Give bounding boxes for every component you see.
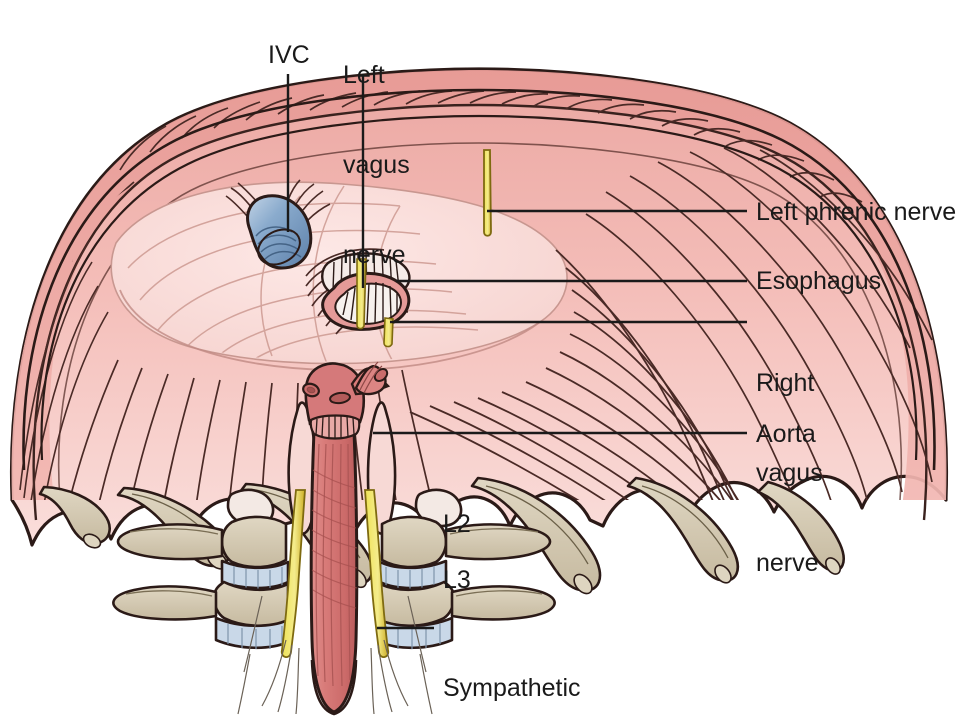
label-right-vagus-line-3: nerve [756, 549, 819, 577]
esophagus-mucosal-folds [342, 281, 398, 325]
rim-top-band-hatching [119, 90, 863, 203]
label-right-vagus-line-1: Right [756, 369, 815, 397]
sympathetic-chain-left [364, 489, 390, 658]
sympathetic-chains [237, 489, 433, 715]
leader-lines [286, 74, 747, 630]
rami-communicantes [237, 595, 433, 715]
ivc-opening [225, 179, 331, 270]
rib-1 [38, 485, 111, 549]
label-esophagus: Esophagus [756, 267, 882, 295]
muscle-fibers-right [409, 249, 813, 500]
right-vagus-nerve [383, 317, 394, 348]
aorta-ostium [329, 391, 351, 405]
rib-5 [626, 476, 739, 584]
label-vertebra-l3: L3 [443, 566, 471, 594]
label-ivc: IVC [268, 41, 310, 69]
rim-band-separator [22, 88, 936, 471]
label-left-vagus-line-3: nerve [343, 241, 406, 269]
label-left-vagus-nerve: Left vagus nerve [343, 0, 410, 300]
sympathetic-chain-right [280, 489, 306, 658]
label-sympathetic-chain: Sympathetic chain [443, 613, 581, 721]
label-left-vagus-line-1: Left [343, 61, 385, 89]
muscle-fibers-far-left [19, 239, 109, 500]
label-right-vagus-nerve: Right vagus nerve [756, 308, 823, 608]
label-left-phrenic-nerve: Left phrenic nerve [756, 198, 957, 226]
rim-band-separator-2 [40, 114, 918, 461]
celiac-rings [359, 361, 383, 394]
lumbar-vertebrae [112, 488, 556, 650]
aorta-trunk [309, 406, 359, 714]
vertebra-l2 [116, 515, 552, 569]
ivc-fiber-ring [225, 179, 331, 221]
aorta-hatch [311, 469, 358, 609]
muscle-fibers-right-upper [585, 147, 933, 500]
vertebra-l3 [112, 580, 556, 628]
label-left-vagus-line-2: vagus [343, 151, 410, 179]
aorta-bottom-end [310, 659, 358, 716]
aorta-vessel [302, 361, 391, 716]
rim-second-edge [57, 142, 903, 501]
label-right-vagus-line-2: vagus [756, 459, 823, 487]
label-aorta: Aorta [756, 420, 816, 448]
rib-6 [756, 480, 845, 575]
left-phrenic-nerve [483, 149, 492, 237]
label-vertebra-l2: L2 [443, 510, 471, 538]
aorta-lumen-folds [315, 415, 355, 438]
label-sympathetic-line-1: Sympathetic [443, 674, 581, 702]
